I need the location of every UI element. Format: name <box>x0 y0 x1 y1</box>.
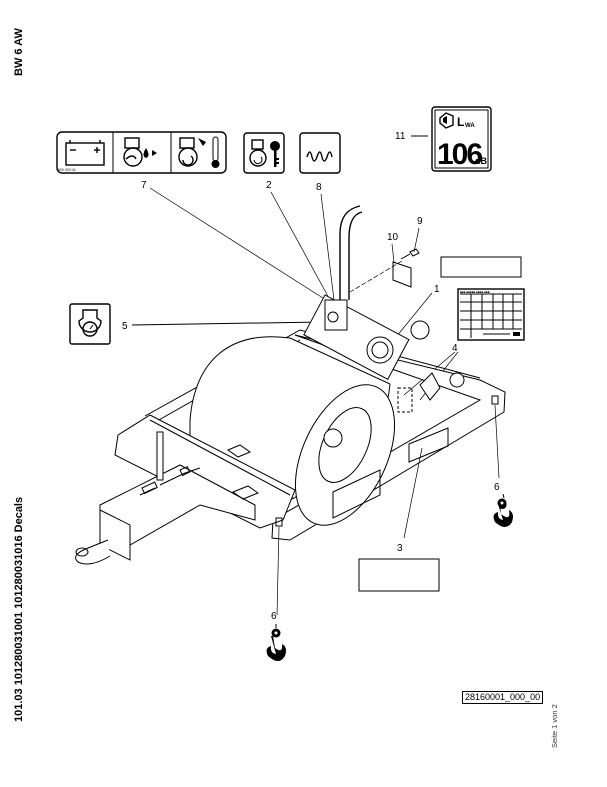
engine-icon <box>249 139 267 167</box>
maintenance-chart-decal-4: ■■■ ■■■■■ ■■■■ ■■■ <box>457 288 525 341</box>
lifting-hook-icon <box>493 501 513 527</box>
drawing-number: 28160001_000_00 <box>462 691 544 704</box>
pressure-gauge-icon <box>78 309 102 337</box>
svg-text:■■■ ■■■■■ ■■■■ ■■■: ■■■ ■■■■■ ■■■■ ■■■ <box>460 290 490 294</box>
callout-3: 3 <box>397 543 403 554</box>
type-plate-10 <box>392 261 412 288</box>
decal-8-vibration <box>299 132 341 174</box>
sound-label-sub: WA <box>465 123 475 129</box>
ignition-key-icon <box>270 141 280 167</box>
engine-coolant-temperature-icon <box>178 136 220 168</box>
callout-9: 9 <box>417 216 423 227</box>
callout-8: 8 <box>316 182 322 193</box>
callout-10: 10 <box>387 232 399 243</box>
blank-label-plate-3 <box>358 558 440 592</box>
callout-11: 11 <box>395 131 406 142</box>
vibration-wave-icon <box>306 151 333 162</box>
sound-value: 106 <box>437 138 482 171</box>
callout-7: 7 <box>141 180 147 191</box>
screw-9 <box>400 248 420 260</box>
engine-oil-pressure-icon <box>123 137 157 167</box>
blank-label-plate-1 <box>440 256 522 278</box>
drum-roller-machine <box>75 205 506 565</box>
callout-5: 5 <box>122 321 128 332</box>
decal-5-pressure-gauge <box>69 303 111 345</box>
speaker-icon <box>439 112 454 129</box>
lifting-hook-icon <box>266 628 286 661</box>
decal-11-sound-power-level: L WA 106 dB <box>431 106 492 172</box>
callout-6-left: 6 <box>271 611 277 622</box>
callout-2: 2 <box>266 180 272 191</box>
decal-7-warning-strip: 500 320 04 <box>56 131 227 174</box>
battery-icon <box>65 140 105 166</box>
callout-4: 4 <box>452 343 458 354</box>
sound-unit: dB <box>475 156 487 166</box>
decal-2-engine-key <box>243 132 285 174</box>
decal-7-small-print: 500 320 04 <box>58 168 76 172</box>
callout-6-right: 6 <box>494 482 500 493</box>
callout-1: 1 <box>434 284 440 295</box>
sound-label: L <box>457 115 464 129</box>
